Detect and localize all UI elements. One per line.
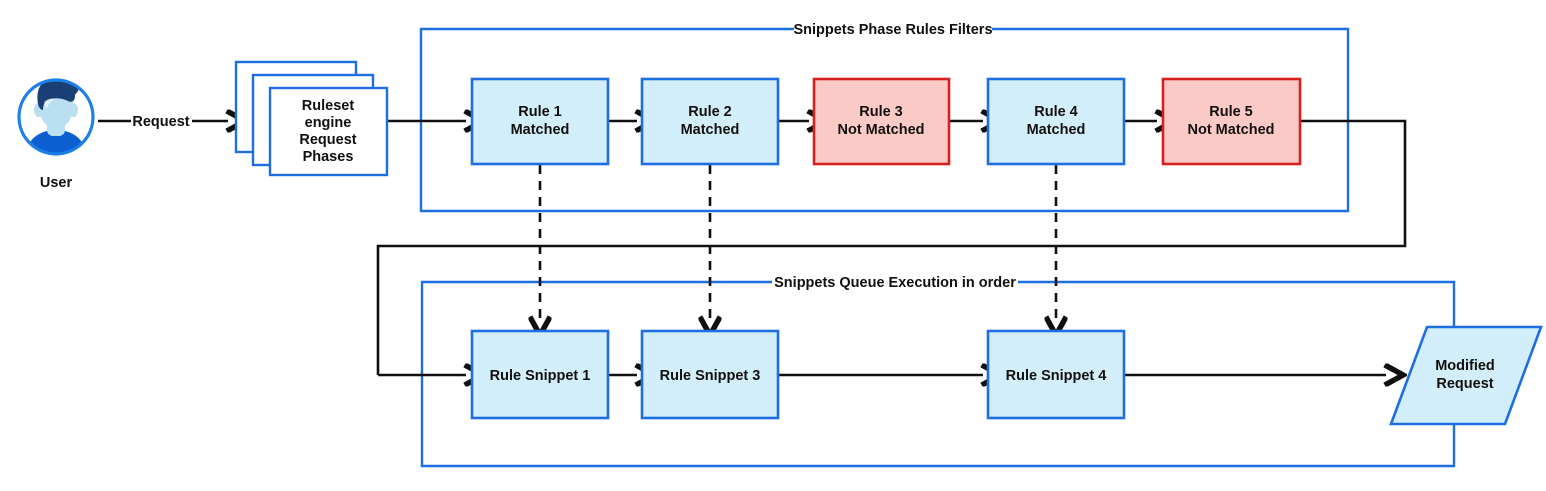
group-label-queue-execution: Snippets Queue Execution in order bbox=[774, 275, 1016, 291]
rule-box-3[interactable]: Rule 3 Not Matched bbox=[812, 77, 951, 166]
rule-box-4-name: Rule 4 bbox=[1034, 104, 1078, 120]
rule-box-1[interactable]: Rule 1 Matched bbox=[470, 77, 610, 166]
rule-box-2-name: Rule 2 bbox=[688, 104, 732, 120]
group-frame-queue-execution bbox=[420, 280, 1456, 468]
modified-request-label-line-1: Request bbox=[1436, 376, 1493, 392]
rule-box-2[interactable]: Rule 2 Matched bbox=[640, 77, 780, 166]
modified-request-shape bbox=[1389, 325, 1543, 426]
request-edge-label: Request bbox=[132, 114, 189, 130]
rule-box-2-status: Matched bbox=[681, 122, 740, 138]
rule-box-5-status: Not Matched bbox=[1188, 122, 1275, 138]
rule-box-5-name: Rule 5 bbox=[1209, 104, 1253, 120]
rule-box-3-status: Not Matched bbox=[838, 122, 925, 138]
snippet-box-1-label: Rule Snippet 1 bbox=[490, 368, 591, 384]
rule-box-4[interactable]: Rule 4 Matched bbox=[986, 77, 1126, 166]
ruleset-stack-sheet-1 bbox=[268, 86, 389, 177]
rule-box-1-name: Rule 1 bbox=[518, 104, 562, 120]
group-frame-phase-filters bbox=[419, 27, 1350, 213]
rule-box-5[interactable]: Rule 5 Not Matched bbox=[1161, 77, 1302, 166]
snippet-box-4[interactable]: Rule Snippet 4 bbox=[986, 329, 1126, 420]
snippet-box-3-label: Rule Snippet 3 bbox=[660, 368, 761, 384]
ruleset-engine-label-line-3: Phases bbox=[303, 149, 354, 165]
ruleset-engine-label-line-1: engine bbox=[305, 115, 352, 131]
rule-box-4-status: Matched bbox=[1027, 122, 1086, 138]
rule-box-1-status: Matched bbox=[511, 122, 570, 138]
user-avatar-icon bbox=[17, 78, 95, 156]
modified-request-label-line-0: Modified bbox=[1435, 358, 1495, 374]
user-label: User bbox=[40, 175, 73, 191]
ruleset-engine-label-line-2: Request bbox=[299, 132, 356, 148]
snippet-box-4-label: Rule Snippet 4 bbox=[1006, 368, 1107, 384]
snippet-box-3[interactable]: Rule Snippet 3 bbox=[640, 329, 780, 420]
flow-wrap-to-queue bbox=[376, 119, 1407, 375]
snippet-box-1[interactable]: Rule Snippet 1 bbox=[470, 329, 610, 420]
rule-box-3-name: Rule 3 bbox=[859, 104, 903, 120]
group-label-phase-filters: Snippets Phase Rules Filters bbox=[793, 22, 992, 38]
ruleset-engine-label-line-0: Ruleset bbox=[302, 98, 355, 114]
